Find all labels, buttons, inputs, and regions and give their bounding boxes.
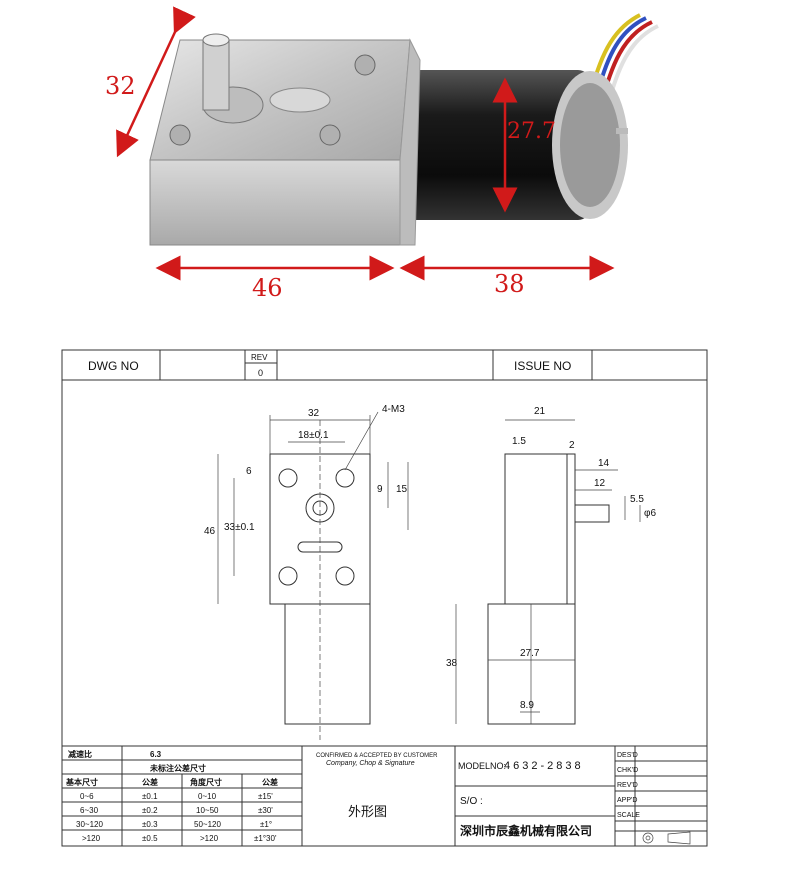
table-title: 未标注公差尺寸 (149, 763, 206, 773)
drawing-frame (61, 349, 708, 847)
dim-label-27-7: 27.7 (507, 119, 556, 144)
table-cell: 6~30 (80, 806, 99, 815)
side-dim-14: 14 (598, 458, 610, 469)
confirmed-line2: Company, Chop & Signature (326, 760, 415, 767)
dim-label-46: 46 (252, 274, 283, 302)
model-value: 4632-2838 (504, 760, 584, 772)
table-cell: ±0.2 (142, 806, 158, 815)
gearbox (149, 38, 421, 246)
table-cell: ±0.3 (142, 820, 158, 829)
table-header: 公差 (262, 777, 278, 787)
front-dim-33: 33±0.1 (224, 522, 255, 533)
front-dim-thread: 4-M3 (382, 404, 405, 415)
table-header: 角度尺寸 (190, 777, 222, 787)
table-cell: >120 (82, 834, 101, 843)
table-cell: 0~10 (198, 792, 217, 801)
motor-cylinder (400, 70, 628, 220)
rev-value: 0 (258, 368, 263, 378)
side-dim-8-9: 8.9 (520, 700, 534, 711)
issue-no-label: ISSUE NO (514, 359, 571, 373)
dim-label-38: 38 (494, 270, 525, 298)
table-cell: >120 (200, 834, 219, 843)
table-cell: 30~120 (76, 820, 103, 829)
table-cell: 10~50 (196, 806, 219, 815)
title-block: CONFIRMED & ACCEPTED BY CUSTOMER Company… (302, 745, 707, 846)
front-dim-15: 15 (396, 484, 408, 495)
tolerance-table: 减速比 6.3 未标注公差尺寸 基本尺寸 公差 角度尺寸 公差 0~6 ±0.1… (61, 745, 303, 847)
approval-app: APP'D (617, 797, 637, 804)
table-cell: ±1°30' (254, 834, 277, 843)
motor-photo: 32 27.7 46 38 (105, 6, 659, 302)
approval-rev: REV'D (617, 782, 638, 789)
table-cell: ±15' (258, 792, 273, 801)
table-cell: 50~120 (194, 820, 221, 829)
drawing-name: 外形图 (348, 804, 387, 819)
side-dim-2: 2 (569, 440, 575, 451)
approval-des: DES'D (617, 752, 638, 759)
ratio-value: 6.3 (150, 750, 162, 759)
front-dim-46: 46 (204, 526, 216, 537)
confirmed-line1: CONFIRMED & ACCEPTED BY CUSTOMER (316, 753, 438, 759)
output-shaft (202, 33, 230, 111)
side-dim-1-5: 1.5 (512, 436, 526, 447)
approval-scale: SCALE (617, 812, 640, 819)
dim-arrow-32 (116, 6, 196, 158)
table-cell: ±0.1 (142, 792, 158, 801)
table-cell: 0~6 (80, 792, 94, 801)
side-dim-21: 21 (534, 406, 546, 417)
side-dim-12: 12 (594, 478, 606, 489)
side-view: 21 1.5 2 14 12 5.5 φ6 38 27.7 8.9 (446, 406, 656, 725)
side-dim-38: 38 (446, 658, 458, 669)
side-dim-27-7: 27.7 (520, 648, 540, 659)
front-dim-6: 6 (246, 466, 252, 477)
table-cell: ±1° (260, 820, 272, 829)
front-view: 32 18±0.1 4-M3 6 9 15 46 33±0.1 (204, 404, 409, 740)
rev-label: REV (251, 353, 268, 362)
projection-symbol-icon (642, 831, 691, 845)
table-cell: ±30' (258, 806, 273, 815)
side-dim-5-5: 5.5 (630, 494, 644, 505)
table-cell: ±0.5 (142, 834, 158, 843)
so-label: S/O : (460, 796, 483, 807)
company-name: 深圳市辰鑫机械有限公司 (460, 823, 592, 838)
table-header: 公差 (142, 777, 158, 787)
table-header: 基本尺寸 (65, 777, 98, 787)
ratio-label: 减速比 (68, 749, 92, 759)
approval-chk: CHK'D (617, 767, 638, 774)
dim-label-32: 32 (105, 72, 136, 100)
technical-drawing: DWG NO REV 0 ISSUE NO 32 18±0.1 4-M3 6 9… (61, 349, 708, 847)
header-row: DWG NO REV 0 ISSUE NO (62, 350, 707, 381)
side-dim-phi6: φ6 (644, 508, 656, 519)
front-dim-32: 32 (308, 408, 320, 419)
front-dim-18: 18±0.1 (298, 430, 329, 441)
model-label: MODELNO: (458, 761, 506, 771)
dwg-no-label: DWG NO (88, 359, 139, 373)
front-dim-9: 9 (377, 484, 383, 495)
